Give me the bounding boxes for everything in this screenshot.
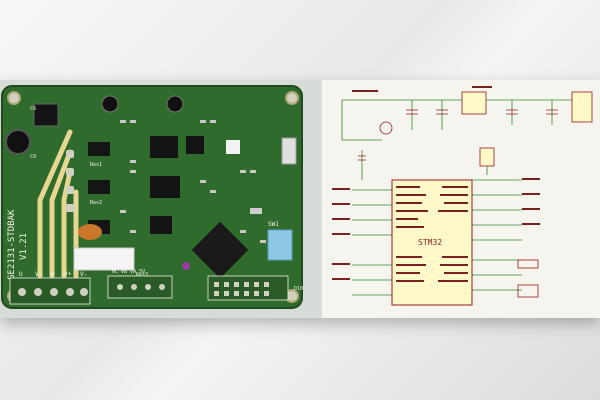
- mosfet-q1: [88, 142, 110, 156]
- ref-d10: D10: [294, 286, 303, 292]
- inductor-top: [33, 103, 59, 127]
- mosfet-pads: [66, 150, 74, 212]
- schematic-render: STM32: [332, 86, 593, 306]
- ic-u1: [150, 136, 178, 158]
- ref-sw1: SW1: [268, 221, 279, 228]
- led-square: [226, 140, 240, 154]
- ref-res1: Res1: [90, 162, 102, 168]
- terminal-screws: [18, 288, 88, 296]
- purple-via: [182, 262, 190, 270]
- board-version: V1.21: [19, 233, 29, 260]
- net-labels: [332, 86, 540, 280]
- tantalum-capacitor: [78, 224, 102, 240]
- capacitor-top-2: [166, 95, 184, 113]
- mcu-chip-label: STM32: [418, 238, 442, 247]
- header-j7: [207, 275, 289, 301]
- terminal-v: V: [35, 271, 39, 278]
- terminal-vplus: V+: [64, 271, 72, 278]
- ref-c9: C9: [30, 154, 36, 160]
- header-j6-pins: [117, 284, 165, 290]
- white-relay-block: [73, 247, 135, 271]
- terminal-u: U: [19, 271, 23, 278]
- connector-right: [281, 137, 297, 165]
- mounting-hole-tr: [285, 91, 299, 105]
- ref-c6: C6: [30, 106, 36, 112]
- header-j6: [107, 275, 173, 299]
- switch-sw1: [267, 229, 293, 261]
- mosfet-q2: [88, 180, 110, 194]
- capacitor-c9: [5, 129, 31, 155]
- terminal-vminus: V-: [80, 271, 87, 278]
- board-name: GE2131-STDBAK: [7, 209, 17, 280]
- ic-u2: [186, 136, 204, 154]
- mounting-hole-tl: [7, 91, 21, 105]
- crystal: [250, 208, 262, 214]
- ic-u3: [150, 176, 180, 198]
- ref-hc: HC VB VA 5V: [112, 269, 145, 275]
- ref-res3: Res3: [136, 272, 148, 278]
- terminal-w: W: [51, 271, 55, 278]
- mcu-pin-labels: [396, 186, 468, 282]
- ic-u4: [150, 216, 172, 234]
- capacitor-top: [101, 95, 119, 113]
- pcb-render: GE2131-STDBAK V1.21 C9 Res1 Res2 Res3: [1, 85, 303, 309]
- schematic-components: [358, 91, 593, 298]
- ref-res2: Res2: [90, 200, 102, 206]
- mcu-chip: [391, 179, 473, 306]
- header-j7-pins: [214, 282, 269, 296]
- smd-components: [120, 120, 266, 243]
